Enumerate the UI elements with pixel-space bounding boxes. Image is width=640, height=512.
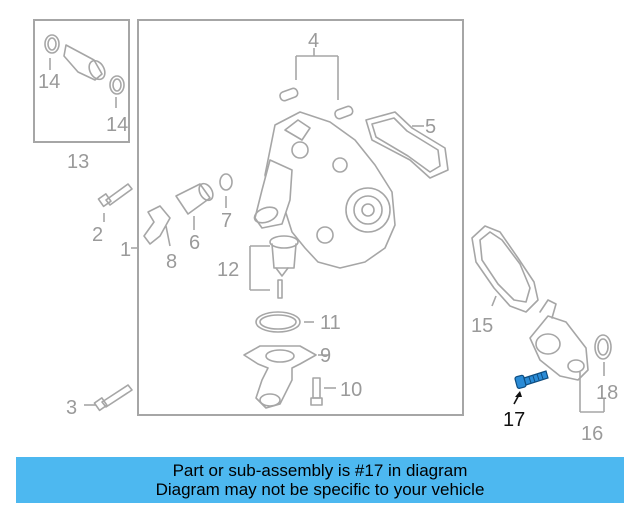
frame-13 bbox=[33, 19, 130, 143]
label-8: 8 bbox=[166, 251, 177, 273]
caption-line-2: Diagram may not be specific to your vehi… bbox=[155, 480, 485, 499]
label-7: 7 bbox=[221, 210, 232, 232]
label-3: 3 bbox=[66, 397, 77, 419]
bracket-part-8 bbox=[143, 205, 171, 247]
thermostat-part-12 bbox=[249, 235, 299, 299]
bolt-part-10 bbox=[310, 377, 336, 406]
label-5: 5 bbox=[425, 116, 436, 138]
label-4: 4 bbox=[308, 30, 319, 52]
bolt-part-3 bbox=[84, 384, 133, 412]
pipe-with-orings-part bbox=[44, 34, 125, 108]
bolt-part-17-highlighted[interactable] bbox=[513, 370, 549, 405]
label-16: 16 bbox=[581, 423, 603, 445]
caption-banner: Part or sub-assembly is #17 in diagram D… bbox=[16, 457, 624, 503]
label-15: 15 bbox=[471, 315, 493, 337]
label-17: 17 bbox=[503, 409, 525, 431]
flange-part-9 bbox=[243, 345, 330, 409]
label-12: 12 bbox=[217, 259, 239, 281]
caption-line-1: Part or sub-assembly is #17 in diagram bbox=[172, 461, 468, 480]
frame-1 bbox=[137, 19, 464, 416]
label-14-a: 14 bbox=[38, 71, 60, 93]
belt-part-15 bbox=[471, 225, 539, 313]
label-13: 13 bbox=[67, 151, 89, 173]
label-10: 10 bbox=[340, 379, 362, 401]
oring-part-7 bbox=[219, 173, 233, 208]
label-14-b: 14 bbox=[106, 114, 128, 136]
gasket-part-5 bbox=[365, 111, 449, 179]
label-11: 11 bbox=[320, 312, 341, 334]
water-pump-housing bbox=[253, 111, 396, 269]
label-18: 18 bbox=[596, 382, 618, 404]
label-1: 1 bbox=[120, 239, 131, 261]
sensor-part-6 bbox=[175, 182, 214, 230]
label-6: 6 bbox=[189, 232, 200, 254]
label-2: 2 bbox=[92, 224, 103, 246]
housing-part-16 bbox=[529, 299, 605, 413]
oring-part-11 bbox=[255, 311, 314, 333]
label-9: 9 bbox=[320, 345, 331, 367]
pins-part-4 bbox=[279, 48, 354, 120]
oring-part-18 bbox=[594, 334, 612, 376]
bolt-part-2 bbox=[97, 183, 133, 222]
